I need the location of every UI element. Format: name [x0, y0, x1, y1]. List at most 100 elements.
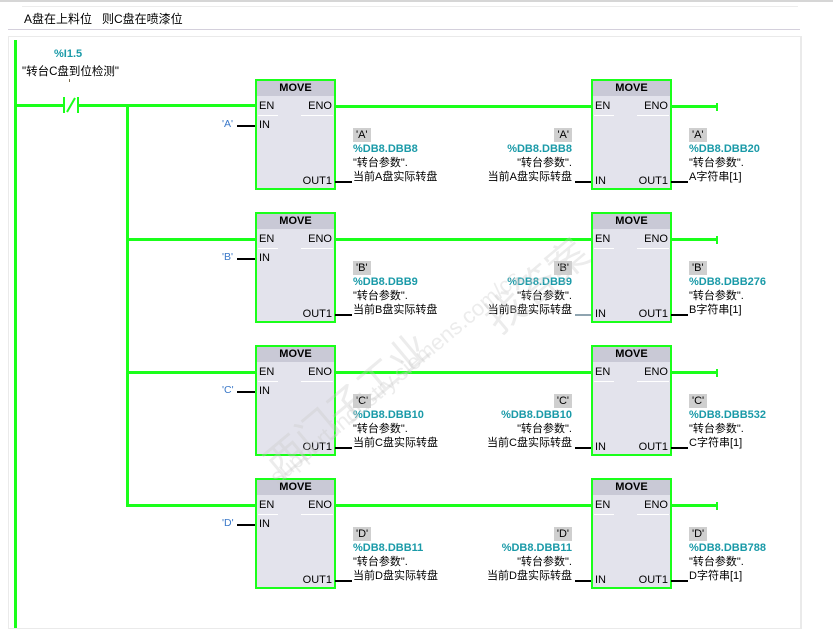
operand-db: "转台参数".	[517, 290, 572, 302]
left-power-rail	[14, 40, 17, 628]
move-block[interactable]: MOVE EN ENO IN OUT1	[591, 345, 672, 456]
pin-eno: ENO	[644, 366, 668, 378]
pin-divider	[258, 248, 278, 249]
move-block-title: MOVE	[257, 214, 334, 229]
move-block[interactable]: MOVE EN ENO IN OUT1	[591, 478, 672, 589]
pin-in: IN	[259, 252, 270, 264]
move-in-constant[interactable]: 'D'	[222, 517, 234, 529]
operand-address: %DB8.DBB10	[353, 409, 424, 421]
operand-value: 'A'	[554, 128, 572, 142]
pin-en: EN	[595, 499, 611, 511]
contact-name-continuation	[69, 79, 70, 82]
contact-tag-name[interactable]: "转台C盘到位检测"	[22, 66, 119, 78]
eno-end-wire	[671, 504, 717, 507]
in2-operand[interactable]: 'C' %DB8.DBB10 "转台参数". 当前C盘实际转盘	[470, 394, 572, 450]
in2-operand[interactable]: 'B' %DB8.DBB9 "转台参数". 当前B盘实际转盘	[470, 261, 572, 317]
operand-db: "转台参数".	[353, 423, 408, 435]
pin-out1: OUT1	[638, 308, 668, 320]
pin-divider	[301, 248, 333, 249]
in-wire	[237, 524, 255, 526]
operand-address: %DB8.DBB20	[689, 143, 760, 155]
out1-operand[interactable]: 'D' %DB8.DBB11 "转台参数". 当前D盘实际转盘	[353, 527, 438, 583]
operand-address: %DB8.DBB10	[501, 409, 572, 421]
out1-operand[interactable]: 'B' %DB8.DBB9 "转台参数". 当前B盘实际转盘	[353, 261, 437, 317]
operand-member: 当前A盘实际转盘	[487, 171, 572, 183]
operand-address: %DB8.DBB788	[689, 542, 767, 554]
pin-en: EN	[595, 233, 611, 245]
move-block[interactable]: MOVE EN ENO IN OUT1	[255, 212, 336, 323]
operand-address: %DB8.DBB9	[507, 276, 572, 288]
operand-value: 'C'	[689, 394, 708, 408]
in2-wire	[575, 447, 591, 449]
operand-member: 当前C盘实际转盘	[353, 437, 438, 449]
normally-closed-contact-icon[interactable]	[62, 97, 80, 113]
pin-divider	[637, 248, 669, 249]
operand-member: 当前B盘实际转盘	[487, 304, 572, 316]
contact-address[interactable]: %I1.5	[54, 48, 83, 60]
move-in-constant[interactable]: 'C'	[222, 384, 234, 396]
pin-eno: ENO	[308, 233, 332, 245]
pin-eno: ENO	[644, 499, 668, 511]
in2-operand[interactable]: 'D' %DB8.DBB11 "转台参数". 当前D盘实际转盘	[470, 527, 572, 583]
pin-in: IN	[595, 175, 606, 187]
move-in-constant[interactable]: 'B'	[222, 251, 234, 263]
pin-divider	[258, 115, 278, 116]
network-comment-field[interactable]: A盘在上料位 则C盘在喷漆位	[22, 6, 798, 28]
operand-address: %DB8.DBB276	[689, 276, 767, 288]
move-block[interactable]: MOVE EN ENO IN OUT1	[591, 212, 672, 323]
operand-member: 当前A盘实际转盘	[353, 171, 438, 183]
branch-vertical-wire	[126, 104, 129, 507]
pin-in: IN	[259, 119, 270, 131]
pin-en: EN	[259, 100, 275, 112]
pin-divider	[594, 381, 614, 382]
move-block-title: MOVE	[257, 347, 334, 362]
eno-end-wire	[671, 238, 717, 241]
out2-operand[interactable]: 'A' %DB8.DBB20 "转台参数". A字符串[1]	[689, 128, 760, 184]
pin-eno: ENO	[308, 366, 332, 378]
operand-value: 'C'	[553, 394, 572, 408]
pin-divider	[637, 115, 669, 116]
out2-operand[interactable]: 'C' %DB8.DBB532 "转台参数". C字符串[1]	[689, 394, 766, 450]
move-block[interactable]: MOVE EN ENO IN OUT1	[255, 79, 336, 190]
pin-in: IN	[259, 518, 270, 530]
out2-wire	[671, 447, 688, 449]
pin-eno: ENO	[644, 100, 668, 112]
eno-end-wire	[671, 371, 717, 374]
move-block[interactable]: MOVE EN ENO IN OUT1	[255, 478, 336, 589]
operand-member: C字符串[1]	[689, 437, 743, 449]
move-block[interactable]: MOVE EN ENO IN OUT1	[255, 345, 336, 456]
operand-db: "转台参数".	[517, 556, 572, 568]
branch-wire-row	[126, 238, 257, 241]
ladder-network[interactable]	[8, 36, 802, 629]
eno-to-en-wire	[335, 105, 593, 108]
move-block-title: MOVE	[593, 81, 670, 96]
out1-operand[interactable]: 'A' %DB8.DBB8 "转台参数". 当前A盘实际转盘	[353, 128, 437, 184]
operand-db: "转台参数".	[517, 157, 572, 169]
move-block-title: MOVE	[593, 214, 670, 229]
move-block-title: MOVE	[593, 347, 670, 362]
pin-en: EN	[259, 233, 275, 245]
branch-wire-row	[126, 504, 257, 507]
out-wire	[335, 181, 352, 183]
move-block[interactable]: MOVE EN ENO IN OUT1	[591, 79, 672, 190]
operand-member: 当前D盘实际转盘	[487, 570, 572, 582]
pin-en: EN	[595, 366, 611, 378]
out2-operand[interactable]: 'D' %DB8.DBB788 "转台参数". D字符串[1]	[689, 527, 766, 583]
rung-end-marker	[716, 103, 718, 111]
pin-in: IN	[595, 441, 606, 453]
out2-wire	[671, 181, 688, 183]
in2-operand[interactable]: 'A' %DB8.DBB8 "转台参数". 当前A盘实际转盘	[470, 128, 572, 184]
move-in-constant[interactable]: 'A'	[222, 118, 234, 130]
pin-divider	[594, 115, 614, 116]
comment-separator	[8, 29, 800, 30]
eno-to-en-wire	[335, 504, 593, 507]
operand-db: "转台参数".	[689, 423, 744, 435]
out2-operand[interactable]: 'B' %DB8.DBB276 "转台参数". B字符串[1]	[689, 261, 766, 317]
operand-value: 'D'	[689, 527, 708, 541]
pin-en: EN	[595, 100, 611, 112]
wire-contact-to-branch	[79, 104, 257, 107]
out1-operand[interactable]: 'C' %DB8.DBB10 "转台参数". 当前C盘实际转盘	[353, 394, 438, 450]
operand-address: %DB8.DBB11	[501, 542, 572, 554]
pin-divider	[301, 115, 333, 116]
operand-address: %DB8.DBB11	[353, 542, 424, 554]
